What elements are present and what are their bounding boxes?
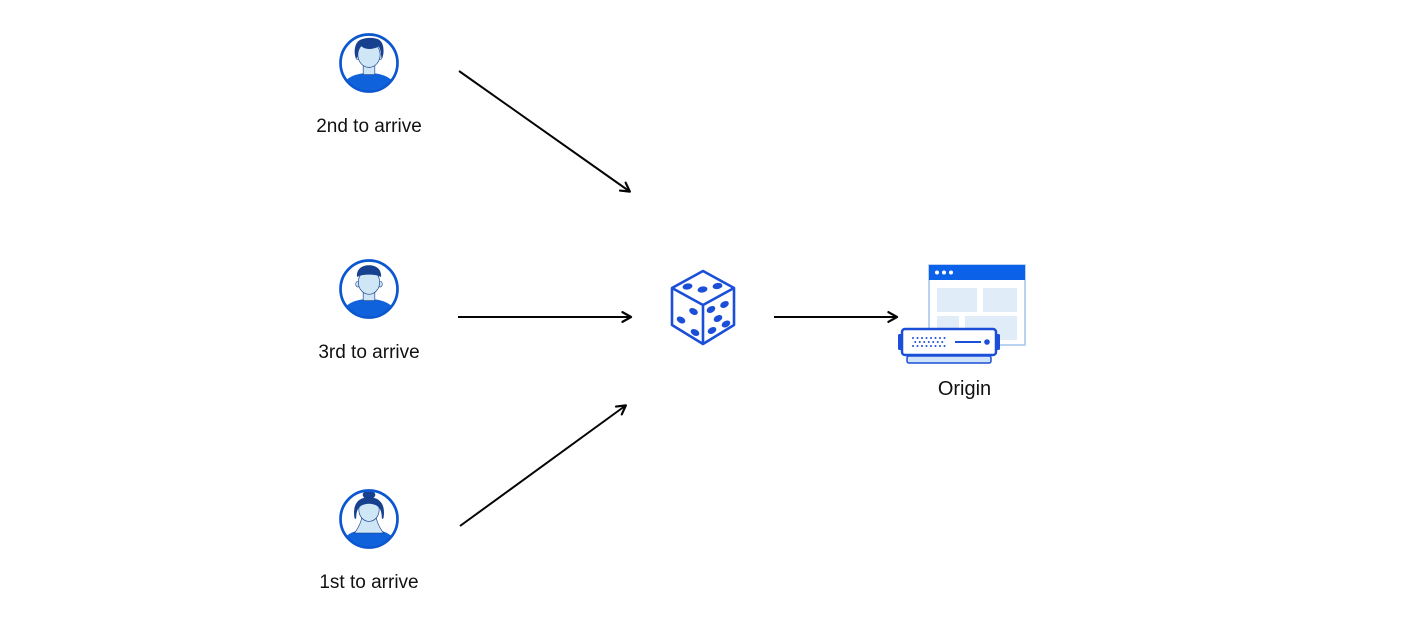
avatar-man-short-hair-icon: [339, 259, 399, 319]
arrow-2nd-to-dice: [458, 70, 631, 193]
client-node-1st: 1st to arrive: [299, 488, 439, 593]
client-node-3rd: 3rd to arrive: [299, 258, 439, 363]
client-label-1st: 1st to arrive: [319, 572, 419, 593]
origin-node: Origin: [897, 261, 1032, 400]
avatar-woman-bun-icon: [339, 489, 399, 549]
origin-server-browser-icon: [898, 264, 1026, 364]
arrow-1st-to-dice: [459, 404, 627, 527]
origin-label: Origin: [937, 378, 992, 400]
client-label-3rd: 3rd to arrive: [318, 342, 420, 363]
client-label-2nd: 2nd to arrive: [316, 116, 422, 137]
dice-icon: [670, 269, 736, 346]
client-node-2nd: 2nd to arrive: [299, 32, 439, 137]
avatar-man-swept-hair-icon: [339, 33, 399, 93]
